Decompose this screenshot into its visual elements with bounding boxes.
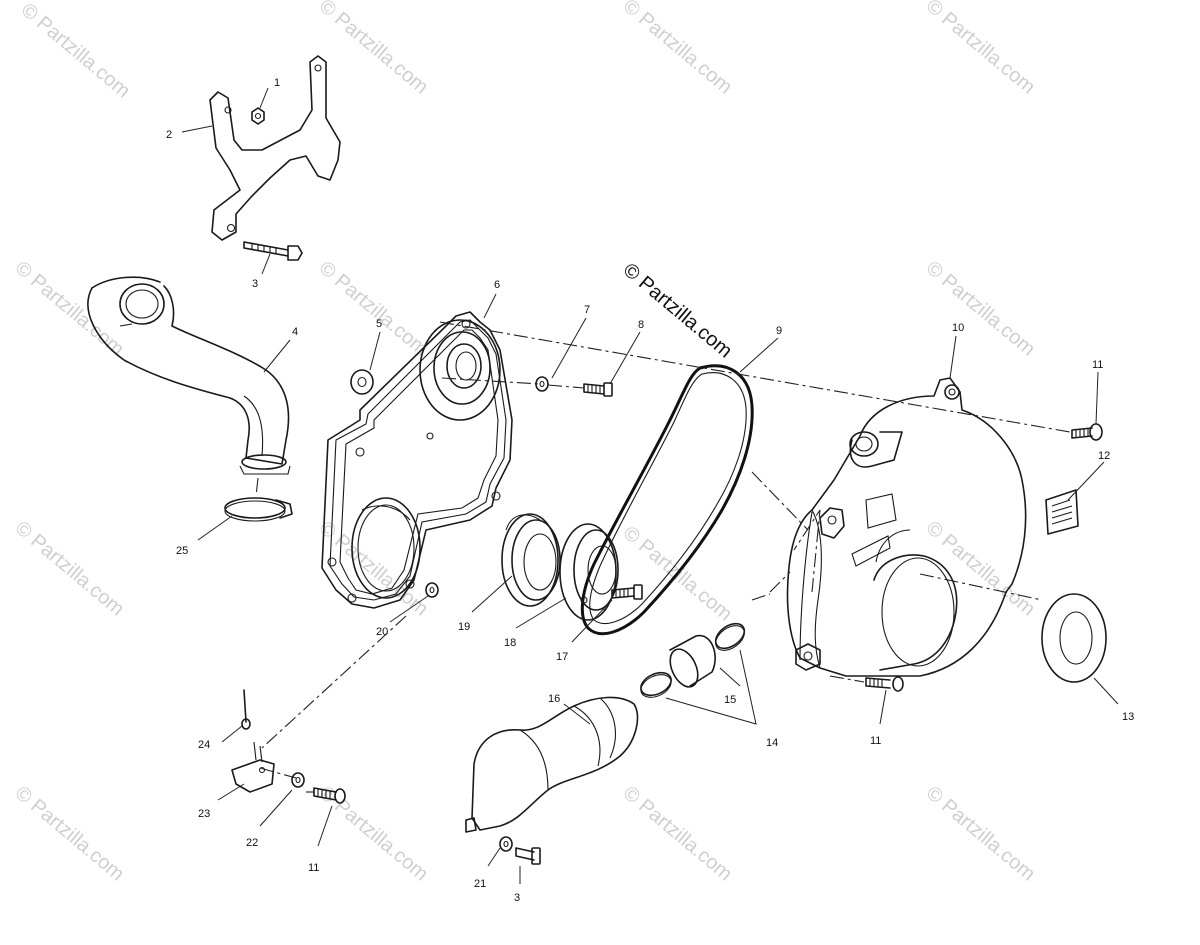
callout-16: 16	[548, 693, 560, 705]
watermark: © Partzilla.com	[619, 782, 736, 885]
callout-18: 18	[504, 637, 516, 649]
callout-9: 9	[776, 325, 782, 337]
callout-11: 11	[1092, 359, 1103, 371]
callout-17: 17	[556, 651, 568, 663]
watermark: © Partzilla.com	[315, 782, 432, 885]
screw-11-lower	[865, 676, 904, 692]
mount-assembly-bottom-left	[231, 689, 346, 804]
callout-2: 2	[166, 129, 172, 141]
watermark: © Partzilla.com	[11, 257, 128, 360]
nut	[251, 107, 265, 125]
callout-11: 11	[870, 735, 881, 747]
watermark: © Partzilla.com	[922, 782, 1039, 885]
bracket-23	[231, 759, 275, 793]
watermark: © Partzilla.com	[315, 257, 432, 360]
inner-cover-plate	[321, 311, 513, 609]
callout-24: 24	[198, 739, 210, 751]
callout-3: 3	[252, 278, 258, 290]
callout-6: 6	[494, 279, 500, 291]
callout-7: 7	[584, 304, 590, 316]
bolt	[243, 241, 303, 261]
washer-5	[350, 369, 374, 395]
seal-19	[501, 513, 561, 607]
bracket-assembly	[209, 55, 341, 261]
callout-14: 14	[766, 737, 778, 749]
screw-11-bottom	[313, 787, 346, 804]
callout-labels: 1 2 3 4 5 6 7 8 9 10 11 12 25 20 19 18 1…	[166, 77, 1134, 904]
callout-4: 4	[292, 326, 298, 338]
outer-cover	[786, 377, 1027, 677]
watermark: © Partzilla.com	[17, 0, 134, 102]
watermark: © Partzilla.com	[11, 517, 128, 620]
bearing-plate-18	[559, 523, 619, 621]
watermark: © Partzilla.com	[315, 0, 432, 98]
callout-23: 23	[198, 808, 210, 820]
hose-clamp	[224, 477, 293, 522]
wire-24	[243, 689, 247, 723]
watermark: © Partzilla.com	[922, 0, 1039, 98]
drive-belt	[580, 364, 754, 636]
intake-duct	[87, 276, 291, 475]
lower-duct-16	[465, 696, 639, 833]
leader-lines	[181, 87, 1119, 884]
callout-15: 15	[724, 694, 736, 706]
callout-21: 21	[474, 878, 486, 890]
watermark: © Partzilla.com	[11, 782, 128, 885]
screw-11-top	[1071, 423, 1103, 441]
bolt-8	[583, 382, 613, 397]
callout-13: 13	[1122, 711, 1134, 723]
alignment-lines	[259, 321, 1071, 793]
callout-1: 1	[274, 77, 280, 89]
decal-12	[1045, 489, 1079, 535]
washer-22	[291, 772, 305, 788]
callout-22: 22	[246, 837, 258, 849]
center-watermark: © Partzilla.com	[619, 259, 736, 362]
callout-11: 11	[308, 862, 319, 874]
callout-20: 20	[376, 626, 388, 638]
gasket-13	[1041, 593, 1107, 683]
fastener-bottom-center	[499, 836, 541, 865]
callout-8: 8	[638, 319, 644, 331]
callout-5: 5	[376, 318, 382, 330]
coupler-15	[640, 622, 746, 698]
washer-20	[425, 582, 439, 598]
callout-10: 10	[952, 322, 964, 334]
watermark: © Partzilla.com	[922, 257, 1039, 360]
callout-25: 25	[176, 545, 188, 557]
watermark: © Partzilla.com	[619, 0, 736, 98]
callout-19: 19	[458, 621, 470, 633]
callout-3: 3	[514, 892, 520, 904]
callout-12: 12	[1098, 450, 1110, 462]
bracket	[209, 55, 341, 241]
